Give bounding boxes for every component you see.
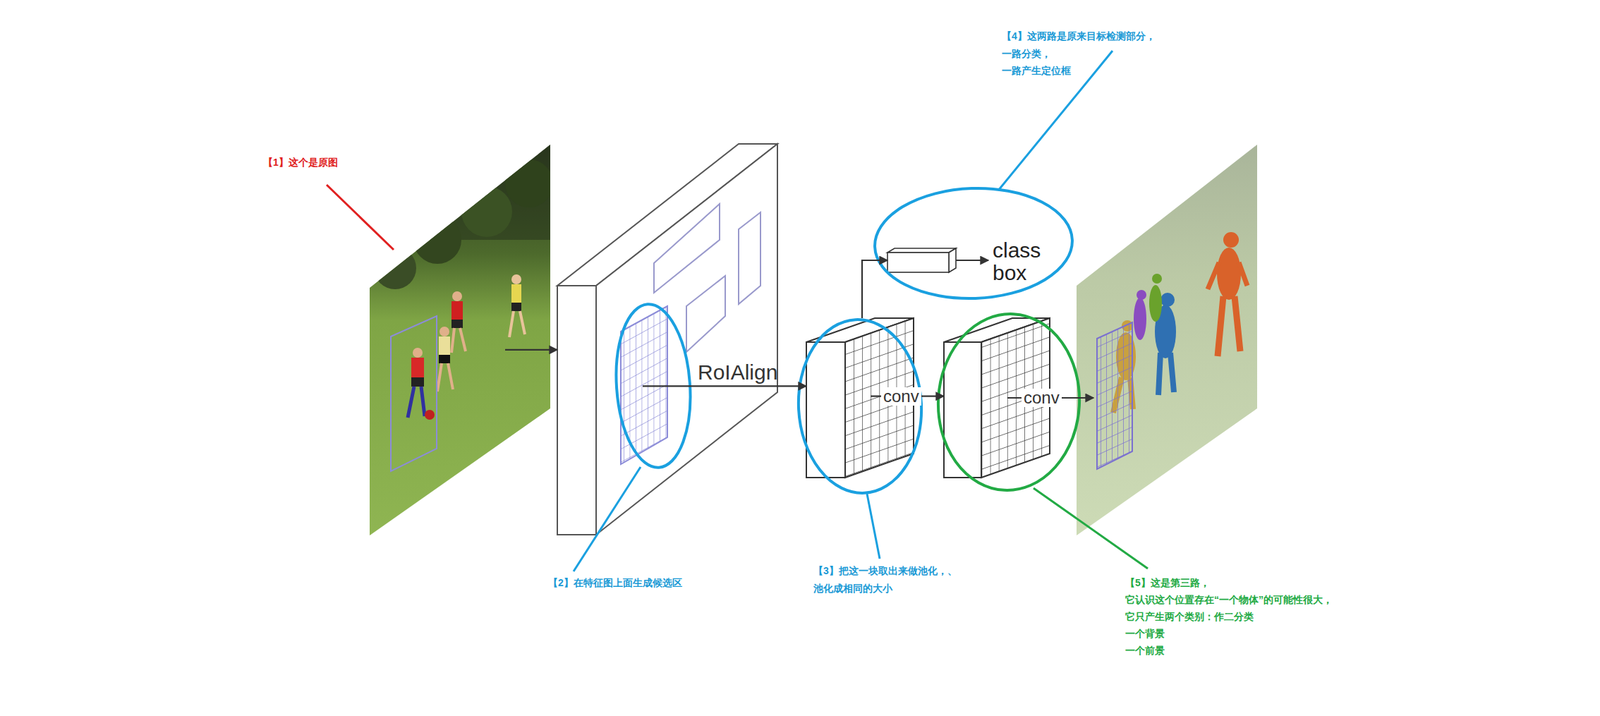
- edge-label: conv: [881, 387, 922, 406]
- roi-grid: [620, 306, 669, 465]
- arrow-connector: [505, 349, 558, 351]
- feature-map: [557, 143, 778, 535]
- feature-map-block: [557, 143, 778, 535]
- callout-note: 【1】这个是原图: [263, 156, 338, 169]
- node-text: class box: [992, 239, 1041, 286]
- mask-image: [1076, 144, 1258, 536]
- photo-frame: [369, 144, 552, 536]
- callout-note: 一个背景: [1125, 627, 1165, 640]
- callout-note: 一路产生定位框: [1001, 64, 1071, 77]
- arrow-connector: [642, 385, 807, 387]
- arrow-connector: [862, 260, 888, 319]
- callout-note: 【2】在特征图上面生成候选区: [548, 577, 683, 590]
- leader-line: [573, 467, 641, 572]
- highlight-ellipse: [872, 184, 1074, 302]
- callout-note: 【5】这是第三路，: [1125, 577, 1210, 590]
- photo: [366, 141, 558, 536]
- callout-note: 一个前景: [1125, 644, 1165, 657]
- callout-note: 【4】这两路是原来目标检测部分，: [1001, 30, 1156, 43]
- callout-note: 【3】把这一块取出来做池化，、: [813, 565, 958, 578]
- arrow-connector: [955, 259, 989, 262]
- callout-note: 它只产生两个类别：作二分类: [1125, 610, 1254, 623]
- callout-note: 它认识这个位置存在“一个物体”的可能性很大，: [1125, 594, 1333, 606]
- edge-label: RoIAlign: [697, 360, 778, 384]
- fc-box: [887, 248, 956, 273]
- callout-note: 一路分类，: [1001, 47, 1052, 60]
- output-text: class box: [991, 239, 1042, 286]
- leader-line: [326, 184, 394, 250]
- leader-line: [867, 493, 880, 559]
- fc-box: [887, 248, 956, 273]
- leader-line: [1033, 488, 1148, 569]
- callout-note: 池化成相同的大小: [813, 582, 893, 595]
- leader-line: [998, 50, 1113, 191]
- mask-image: [1076, 144, 1258, 536]
- highlight-ellipse: [794, 316, 927, 497]
- edge-label: conv: [1021, 388, 1062, 408]
- highlight-ellipse: [934, 310, 1085, 494]
